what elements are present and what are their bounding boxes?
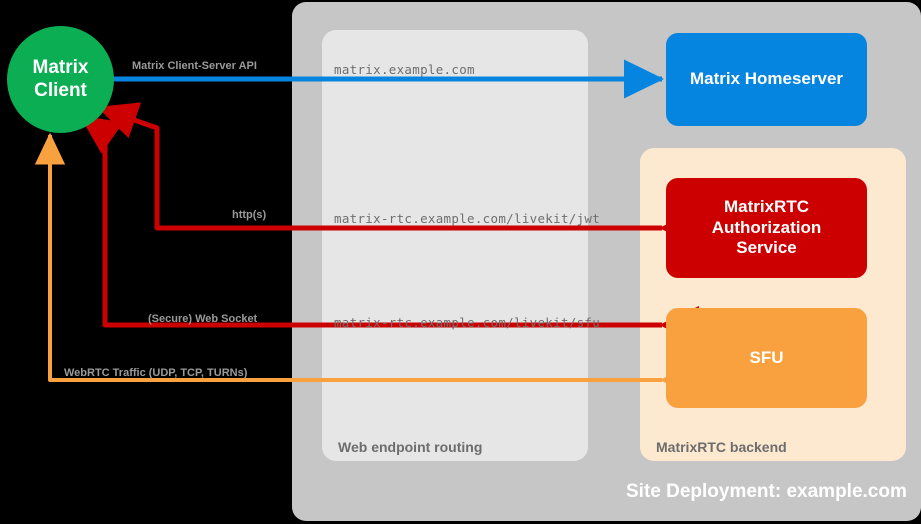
- node-sfu[interactable]: SFU: [666, 308, 867, 408]
- matrix-client-label-line1: Matrix: [32, 57, 89, 79]
- caption-web-endpoint-routing: Web endpoint routing: [338, 439, 483, 455]
- edge-label-webrtc-traffic: WebRTC Traffic (UDP, TCP, TURNs): [64, 367, 248, 379]
- endpoint-url-livekit-jwt: matrix-rtc.example.com/livekit/jwt: [334, 211, 601, 226]
- auth-service-label-line1: MatrixRTC: [723, 196, 809, 216]
- caption-matrixrtc-backend: MatrixRTC backend: [656, 439, 787, 455]
- auth-service-label-line2: Authorization: [711, 217, 822, 237]
- edge-label-secure-web-socket: (Secure) Web Socket: [148, 313, 258, 325]
- edge-label-client-server-api: Matrix Client-Server API: [132, 60, 257, 72]
- node-matrix-homeserver[interactable]: Matrix Homeserver: [666, 33, 867, 126]
- endpoint-url-matrix: matrix.example.com: [334, 62, 475, 77]
- edge-label-http-s: http(s): [232, 209, 267, 221]
- auth-service-label-line3: Service: [736, 238, 797, 258]
- sfu-label: SFU: [749, 347, 784, 367]
- matrix-homeserver-label: Matrix Homeserver: [689, 69, 844, 89]
- node-matrixrtc-authorization-service[interactable]: MatrixRTC Authorization Service: [666, 178, 867, 278]
- caption-site-deployment: Site Deployment: example.com: [626, 481, 907, 502]
- web-endpoint-routing-panel: [322, 30, 588, 461]
- endpoint-url-livekit-sfu: matrix-rtc.example.com/livekit/sfu: [334, 315, 601, 330]
- matrix-client-label-line2: Client: [34, 79, 87, 101]
- node-matrix-client[interactable]: Matrix Client: [7, 26, 114, 133]
